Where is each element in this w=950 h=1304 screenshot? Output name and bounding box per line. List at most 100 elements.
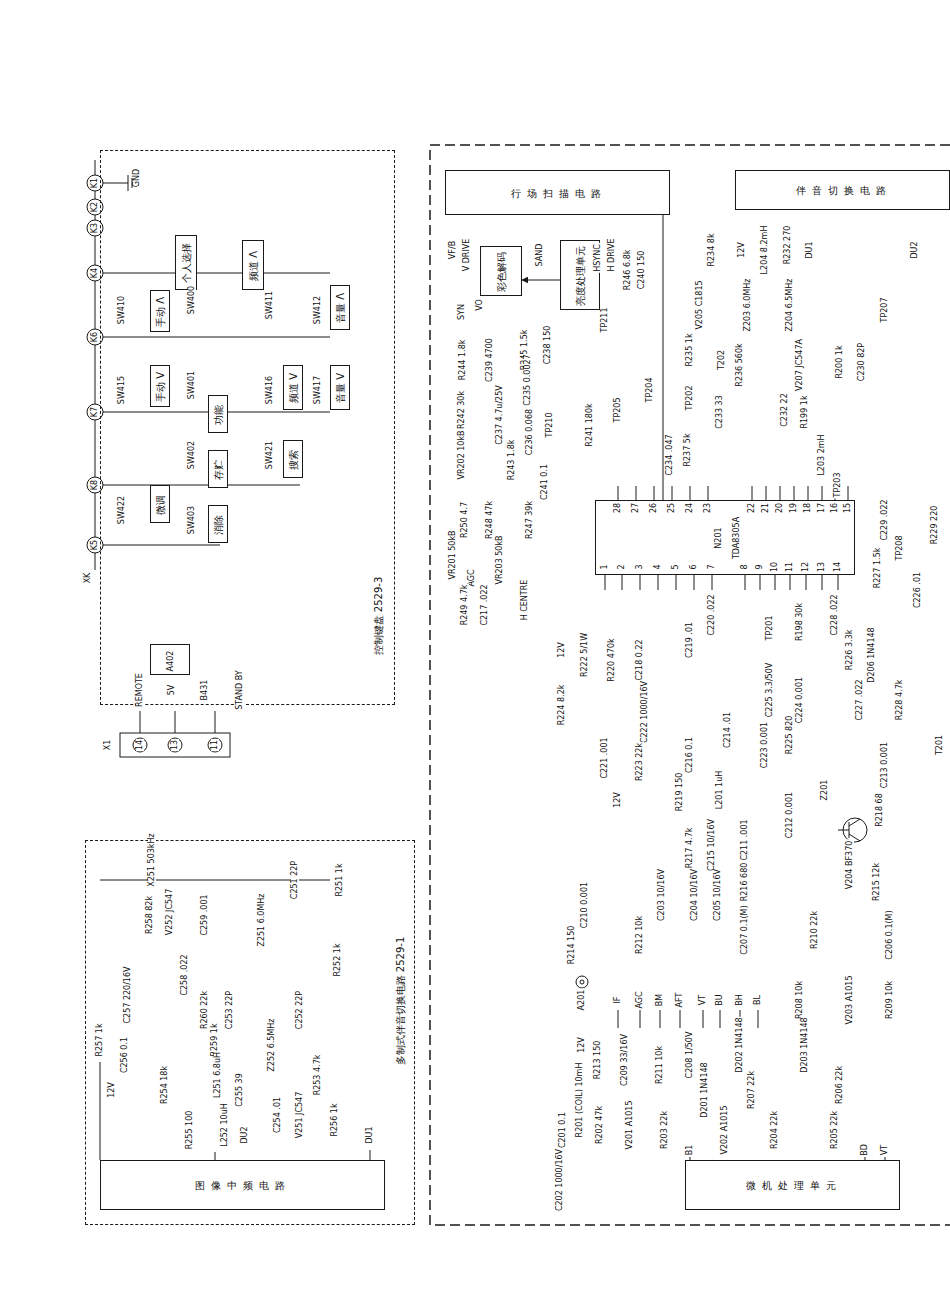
component-label: 20 xyxy=(776,502,784,514)
component-label: 12V xyxy=(558,641,566,659)
component-label: 23 xyxy=(704,502,712,514)
connector-x1 xyxy=(120,733,230,757)
component-label: SW410 xyxy=(118,295,126,325)
component-label: 5 xyxy=(672,563,680,570)
component-label: R217 4.7k xyxy=(686,827,694,870)
component-label: R222 5/1W xyxy=(581,632,589,678)
component-label: Z251 6.0MHz xyxy=(258,892,266,947)
antenna-jack xyxy=(576,976,588,988)
component-label: C207 0.1(M) xyxy=(741,904,749,955)
component-label: 14 xyxy=(136,739,144,751)
circuit-block: 功能 xyxy=(208,395,228,433)
component-label: C211 .001 xyxy=(741,818,749,861)
component-label: 13 xyxy=(818,561,826,573)
circuit-frame: 控制键盘 2529-3个人选择频道 Λ手动 Λ音量 Λ手动 V功能频道 V音量 … xyxy=(100,150,395,705)
component-label: C232 22 xyxy=(781,392,789,428)
block-label: 微调 xyxy=(156,494,166,516)
component-label: R241 180k xyxy=(586,402,594,447)
component-label: C223 0.001 xyxy=(761,721,769,769)
component-label: R200 1k xyxy=(836,344,844,379)
component-label: V203 A1015 xyxy=(846,974,854,1025)
component-label: C222 1000/16V xyxy=(641,680,649,744)
circuit-block: 频道 V xyxy=(283,365,303,410)
component-label: V207 JC547A xyxy=(796,338,804,392)
component-label: VT xyxy=(881,1144,889,1156)
component-label: C204 10/16V xyxy=(691,868,699,922)
component-label: 11 xyxy=(786,561,794,573)
component-label: D206 1N4148 xyxy=(868,626,876,683)
component-label: L203 2mH xyxy=(818,433,826,476)
component-label: TP204 xyxy=(646,377,654,404)
component-label: C241 0.1 xyxy=(541,463,549,501)
component-label: VR202 10kB xyxy=(458,429,466,480)
component-label: B431 xyxy=(201,679,209,702)
component-label: VT xyxy=(699,994,707,1006)
component-label: 13 xyxy=(171,739,179,751)
component-label: C225 3.3/50V xyxy=(766,662,774,718)
component-label: 26 xyxy=(650,502,658,514)
component-label: R201 (COIL) 10mH xyxy=(576,1062,584,1139)
component-label: C208 1/50V xyxy=(686,1031,694,1080)
terminal-circle xyxy=(208,738,222,752)
circuit-block: 消除 xyxy=(208,505,228,543)
terminal-circle xyxy=(87,477,103,493)
component-label: C209 33/16V xyxy=(621,1033,629,1087)
block-label: 消除 xyxy=(214,514,224,536)
component-label: C252 22P xyxy=(296,990,304,1030)
component-label: SW403 xyxy=(188,505,196,535)
component-label: 21 xyxy=(762,502,770,514)
component-label: 22 xyxy=(748,502,756,514)
component-label: TP202 xyxy=(686,385,694,412)
component-label: SYN xyxy=(458,303,466,321)
block-label: 手动 V xyxy=(156,370,166,402)
component-label: C238 150 xyxy=(544,325,552,366)
component-label: DU1 xyxy=(366,1125,374,1144)
circuit-block: 音量 Λ xyxy=(330,285,350,330)
component-label: 24 xyxy=(686,502,694,514)
frame-title: 控制键盘 2529-3 xyxy=(374,576,384,657)
component-label: AGC xyxy=(468,568,476,587)
component-label: V202 A1015 xyxy=(721,1104,729,1155)
component-label: C213 0.001 xyxy=(881,741,889,789)
component-label: V205 C1815 xyxy=(696,279,704,330)
component-label: R245 1.5k xyxy=(521,329,529,372)
component-label: SW401 xyxy=(188,370,196,400)
component-label: D201 1N4148 xyxy=(701,1061,709,1118)
component-label: C221 .001 xyxy=(601,736,609,779)
component-label: C228 .022 xyxy=(831,593,839,636)
component-label: C203 10/16V xyxy=(658,868,666,922)
component-label: T202 xyxy=(718,349,726,371)
terminal-circle xyxy=(168,738,182,752)
component-label: R246 6.8k xyxy=(624,249,632,292)
component-label: R252 1k xyxy=(334,942,342,977)
component-label: R212 10k xyxy=(636,915,644,955)
component-label: VO xyxy=(476,298,484,312)
component-label: XK xyxy=(84,572,92,585)
component-label: C233 33 xyxy=(716,394,724,430)
terminal-circle xyxy=(87,265,103,281)
block-label: 音量 V xyxy=(336,372,346,404)
component-label: 16 xyxy=(831,502,839,514)
block-label: 存贮 xyxy=(214,459,224,481)
component-label: DU2 xyxy=(911,240,919,259)
component-label: Z252 6.5MHz xyxy=(268,1017,276,1072)
component-label: R214 150 xyxy=(568,925,576,966)
component-label: 12V xyxy=(738,241,746,259)
circuit-frame: 多制式伴音切换电路 2529-1图像中频电路 xyxy=(85,840,415,1225)
module-frame xyxy=(430,145,950,1225)
component-label: R254 18k xyxy=(161,1065,169,1105)
circuit-block: 手动 Λ xyxy=(150,290,170,332)
component-label: V DRIVE xyxy=(463,238,471,273)
circuit-block: 存贮 xyxy=(208,450,228,488)
component-label: AGC xyxy=(636,990,644,1009)
transistor-symbol xyxy=(838,819,860,841)
circuit-block: 频道 Λ xyxy=(242,240,264,290)
component-label: K4 xyxy=(91,267,99,279)
component-label: C217 .022 xyxy=(481,583,489,626)
component-label: R232 270 xyxy=(784,225,792,266)
component-label: X251 503kHz xyxy=(148,832,156,887)
component-label: R204 22k xyxy=(771,1110,779,1150)
component-label: VR203 50kB xyxy=(496,534,504,585)
